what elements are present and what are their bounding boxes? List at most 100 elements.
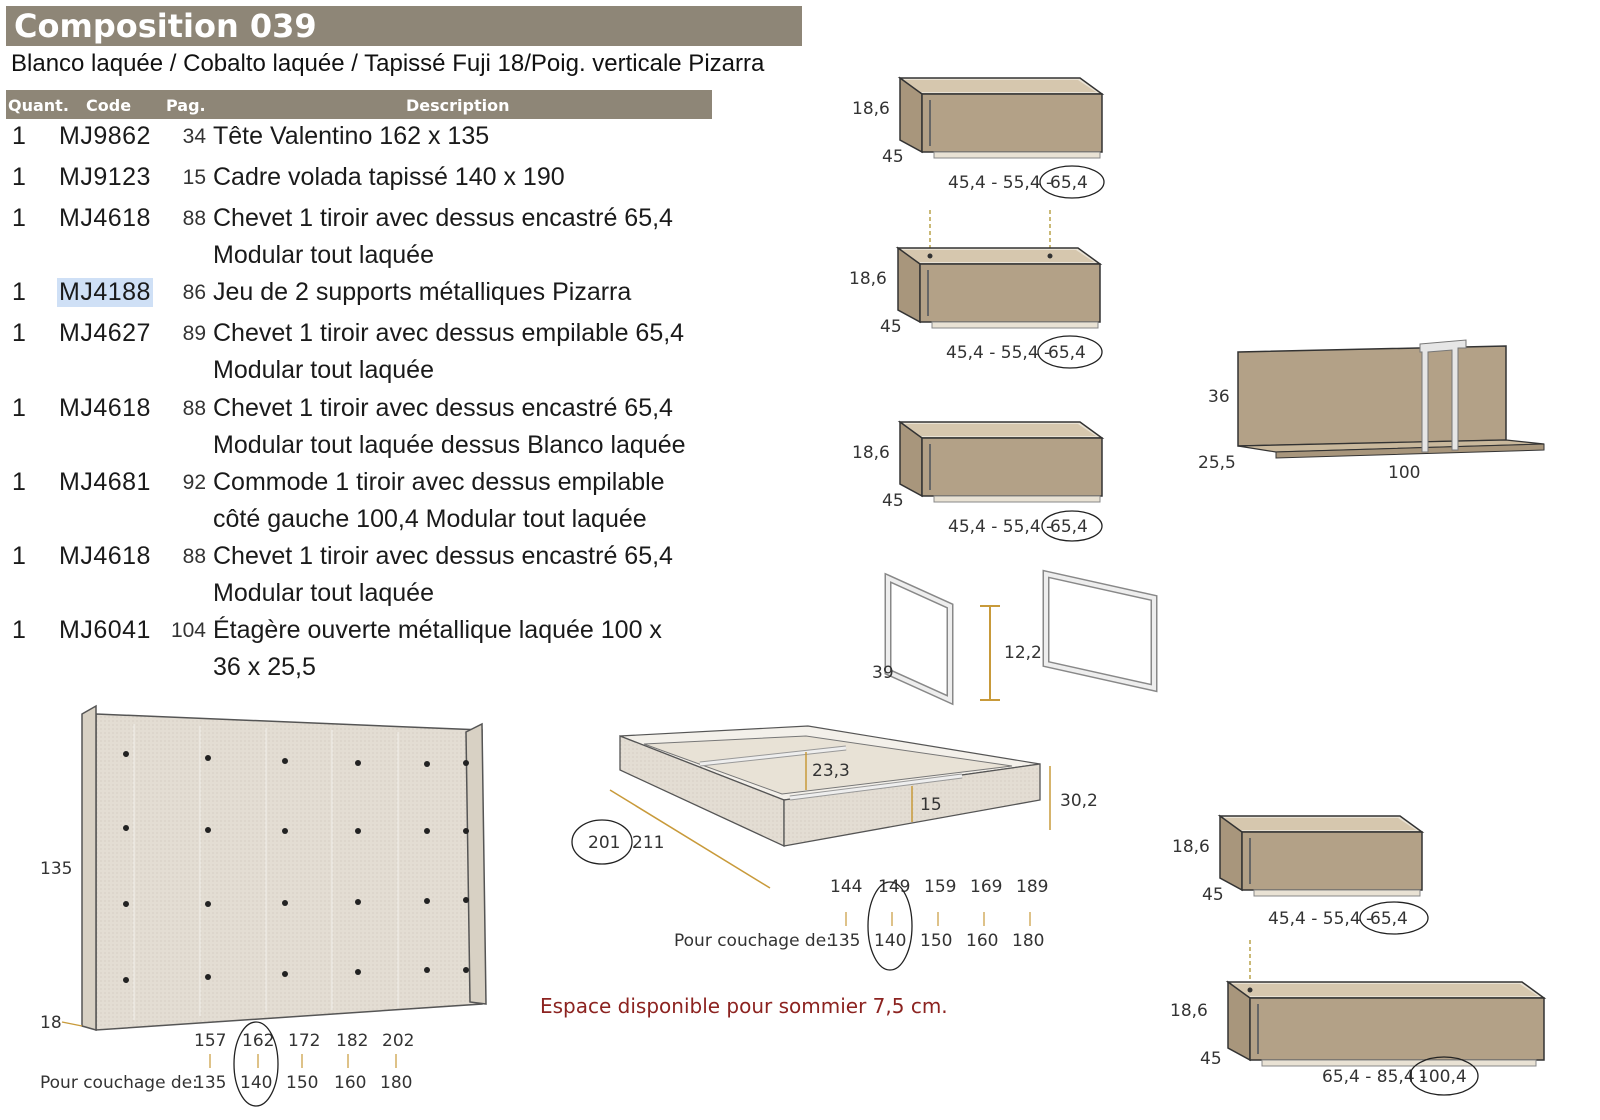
nightstand-drawing-1: 18,6 45 45,4 - 55,4 - 65,4	[852, 76, 1105, 199]
row-quant: 1	[12, 163, 26, 191]
row-description: Chevet 1 tiroir avec dessus encastré 65,…	[213, 204, 673, 269]
row-description: Chevet 1 tiroir avec dessus encastré 65,…	[213, 394, 686, 459]
dim-height: 18,6	[849, 269, 887, 289]
dim-width: 45,4 - 55,4 -	[946, 343, 1050, 363]
row-page: 86	[182, 281, 206, 304]
row-page: 88	[182, 545, 206, 568]
dim-width: 100	[1388, 463, 1420, 483]
bed-couch-0: 135	[828, 931, 860, 951]
dim-width-selected: 65,4	[1050, 517, 1088, 537]
row-code: MJ4618	[59, 204, 151, 232]
headboard-couch-0: 135	[194, 1073, 226, 1093]
row-code-selected[interactable]: MJ4188	[57, 278, 153, 307]
dim-width-selected: 100,4	[1418, 1067, 1467, 1087]
dim-length-selected: 201	[588, 833, 620, 853]
row-quant: 1	[12, 616, 26, 644]
row-description: Étagère ouverte métallique laquée 100 x …	[213, 616, 662, 681]
metal-supports-drawing: 39 12,2	[872, 569, 1158, 706]
dim-length-other: 211	[632, 833, 664, 853]
bed-width-4: 189	[1016, 877, 1048, 897]
row-quant: 1	[12, 319, 26, 347]
dim-height: 18,6	[1170, 1001, 1208, 1021]
headboard-drawing: 135 18 157 162 172 182 202 Pour couchage…	[40, 704, 487, 1107]
dim-width-selected: 65,4	[1370, 909, 1408, 929]
row-quant: 1	[12, 204, 26, 232]
row-quant: 1	[12, 278, 26, 306]
dim-width: 45,4 - 55,4 -	[1268, 909, 1372, 929]
row-page: 88	[182, 397, 206, 420]
row-description: Jeu de 2 supports métalliques Pizarra	[213, 278, 632, 306]
row-page: 88	[182, 207, 206, 230]
dim-thickness: 18	[40, 1013, 62, 1033]
dresser-drawing: 18,6 45 65,4 - 85,4 - 100,4	[1170, 980, 1547, 1096]
row-quant: 1	[12, 542, 26, 570]
bed-frame-drawing: 23,3 15 30,2 201 211 144 149 159 169 189…	[571, 725, 1098, 971]
headboard-width-3: 182	[336, 1031, 368, 1051]
headboard-width-2: 172	[288, 1031, 320, 1051]
row-description: Commode 1 tiroir avec dessus empilable c…	[213, 468, 665, 533]
headboard-width-4: 202	[382, 1031, 414, 1051]
row-description: Chevet 1 tiroir avec dessus encastré 65,…	[213, 542, 673, 607]
row-code: MJ9123	[59, 163, 151, 191]
dim-depth: 45	[882, 491, 904, 511]
headboard-couch-4: 180	[380, 1073, 412, 1093]
bed-couch-3: 160	[966, 931, 998, 951]
row-page: 104	[170, 619, 206, 642]
row-quant: 1	[12, 122, 26, 150]
headboard-width-0: 157	[194, 1031, 226, 1051]
headboard-couch-2: 150	[286, 1073, 318, 1093]
dim-depth: 45	[1200, 1049, 1222, 1069]
row-page: 34	[182, 125, 206, 148]
finish-subtitle: Blanco laquée / Cobalto laquée / Tapissé…	[11, 50, 765, 77]
dim-depth: 45	[880, 317, 902, 337]
dim-rail: 15	[920, 795, 942, 815]
dim-height: 36	[1208, 387, 1230, 407]
shelf-drawing: 36 25,5 100	[1198, 339, 1545, 483]
header-pag: Pag.	[166, 96, 206, 115]
dim-width-selected: 65,4	[1050, 173, 1088, 193]
composition-title: Composition 039	[6, 6, 802, 46]
dim-height: 12,2	[1004, 643, 1042, 663]
row-description: Chevet 1 tiroir avec dessus empilable 65…	[213, 319, 685, 384]
row-code: MJ4681	[59, 468, 151, 496]
dim-width: 45,4 - 55,4 -	[948, 517, 1052, 537]
nightstand-drawing-4: 18,6 45 45,4 - 55,4 - 65,4	[1172, 814, 1429, 935]
dim-width: 45,4 - 55,4 -	[948, 173, 1052, 193]
header-description: Description	[406, 96, 510, 115]
nightstand-drawing-2: 18,6 45 45,4 - 55,4 - 65,4	[849, 246, 1103, 369]
headboard-couch-label: Pour couchage de:	[40, 1073, 198, 1093]
row-description: Tête Valentino 162 x 135	[213, 122, 490, 150]
bed-width-3: 169	[970, 877, 1002, 897]
headboard-width-1: 162	[242, 1031, 274, 1051]
dim-depth: 39	[872, 663, 894, 683]
row-code: MJ9862	[59, 122, 151, 150]
dim-width: 65,4 - 85,4 -	[1322, 1067, 1426, 1087]
row-code: MJ4627	[59, 319, 151, 347]
dim-depth: 45	[1202, 885, 1224, 905]
dim-height: 18,6	[852, 99, 890, 119]
bed-couch-label: Pour couchage de:	[674, 931, 832, 951]
mattress-space-note: Espace disponible pour sommier 7,5 cm.	[540, 994, 948, 1018]
header-quant: Quant.	[8, 96, 69, 115]
row-code: MJ4618	[59, 542, 151, 570]
table-header: Quant. Code Pag. Description	[6, 90, 712, 119]
dim-height: 18,6	[852, 443, 890, 463]
row-quant: 1	[12, 468, 26, 496]
row-page: 92	[182, 471, 206, 494]
row-quant: 1	[12, 394, 26, 422]
dim-height: 30,2	[1060, 791, 1098, 811]
nightstand-drawing-3: 18,6 45 45,4 - 55,4 - 65,4	[852, 420, 1105, 542]
row-description: Cadre volada tapissé 140 x 190	[213, 163, 565, 191]
dim-width-selected: 65,4	[1048, 343, 1086, 363]
bed-width-2: 159	[924, 877, 956, 897]
bed-couch-4: 180	[1012, 931, 1044, 951]
bed-couch-2: 150	[920, 931, 952, 951]
headboard-couch-1: 140	[240, 1073, 272, 1093]
row-code: MJ4618	[59, 394, 151, 422]
dim-depth: 45	[882, 147, 904, 167]
dim-height: 18,6	[1172, 837, 1210, 857]
dim-height: 135	[40, 859, 72, 879]
bed-couch-1: 140	[874, 931, 906, 951]
dim-inner: 23,3	[812, 761, 850, 781]
